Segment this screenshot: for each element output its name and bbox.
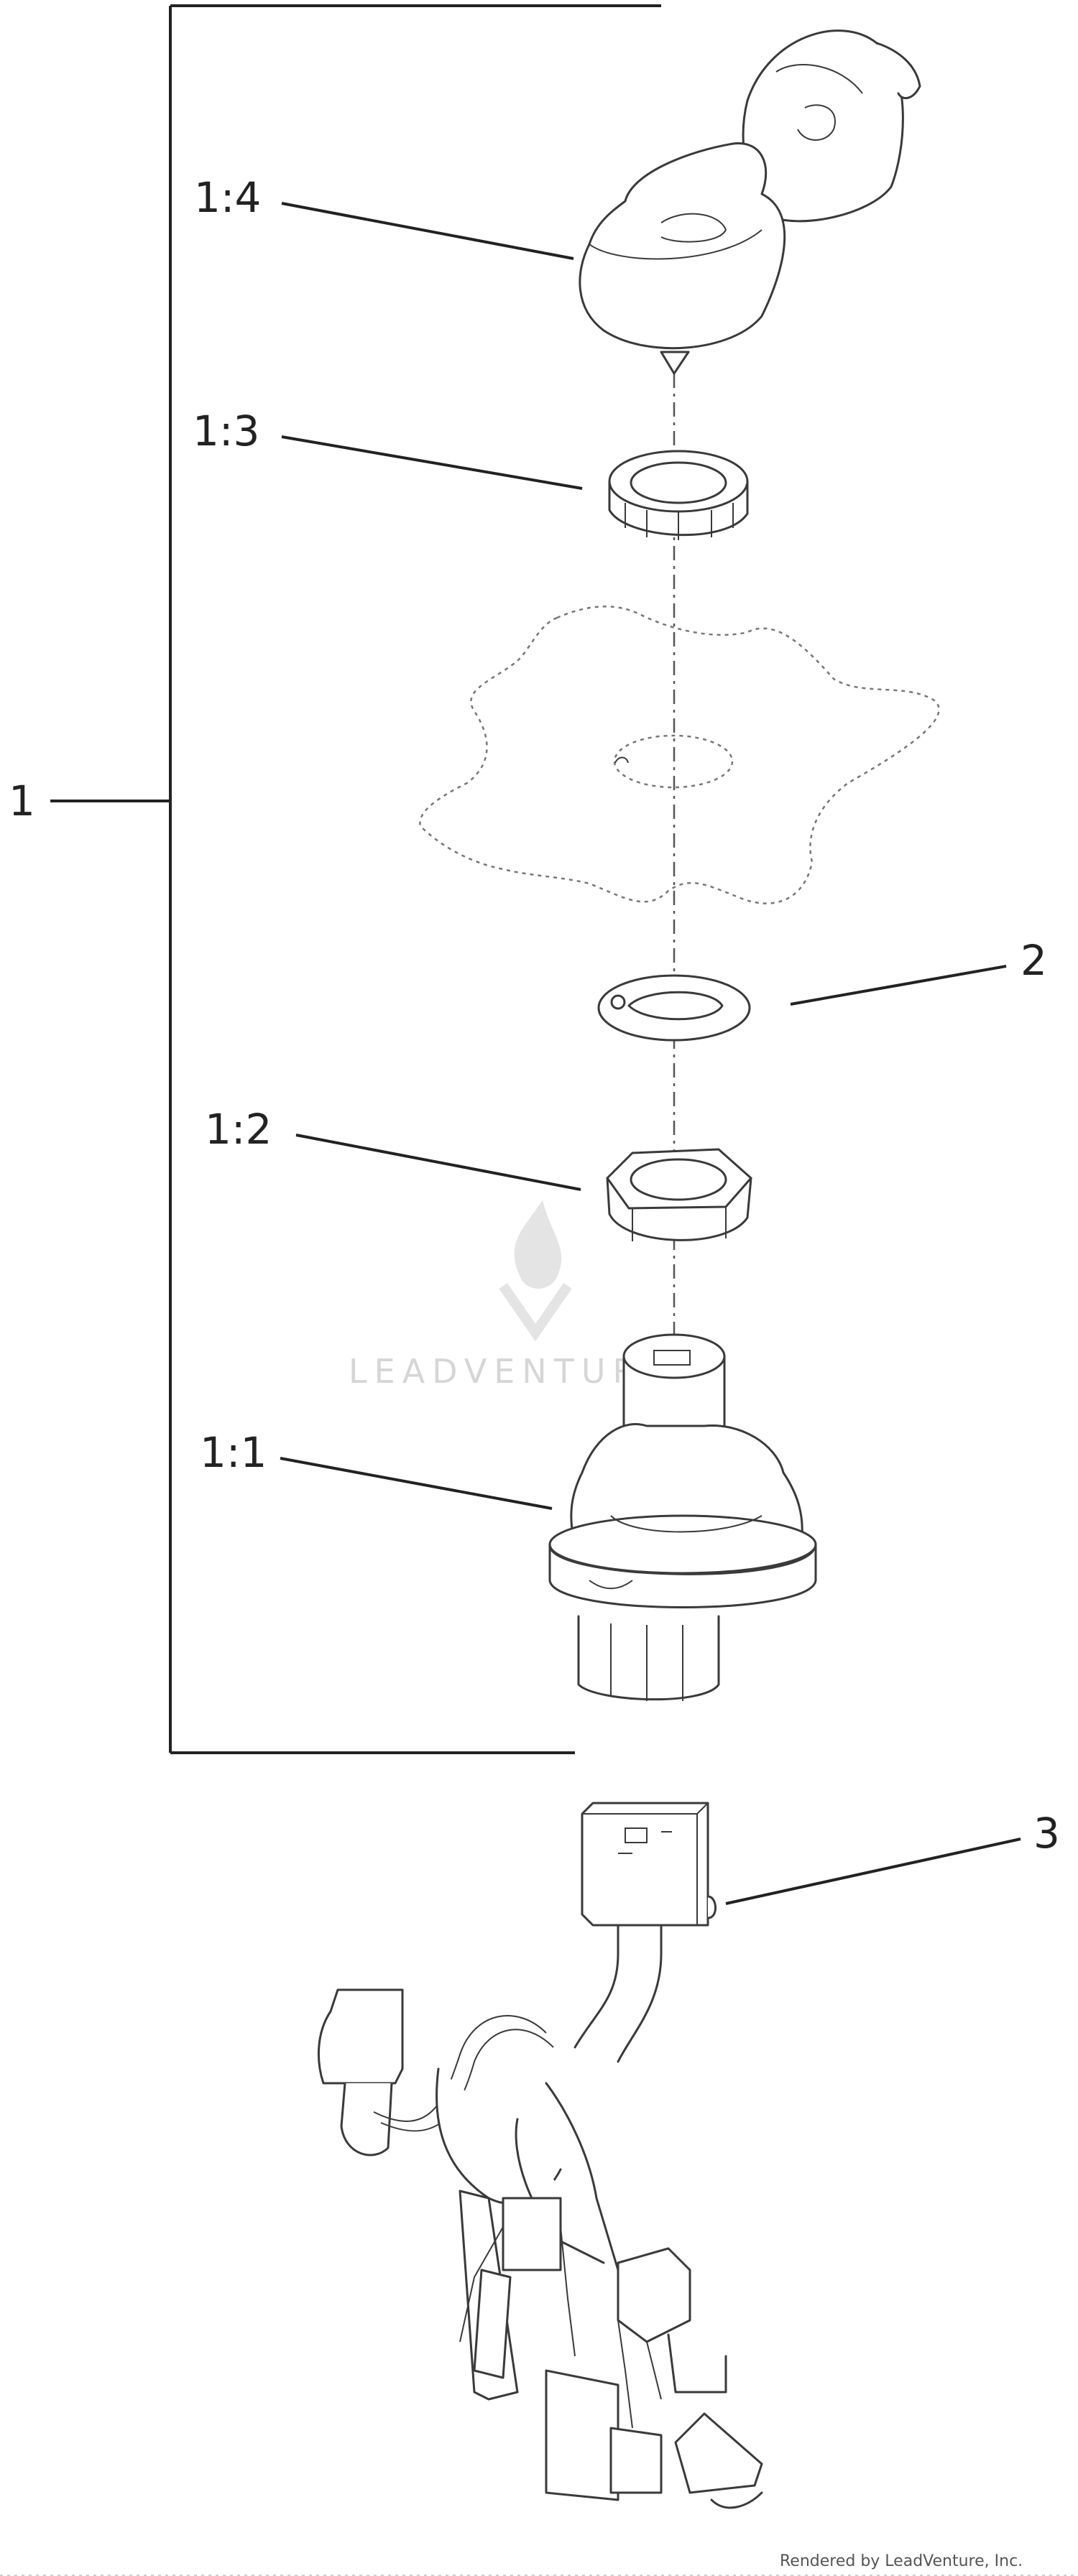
washer: [597, 974, 751, 1042]
watermark: LEADVENTURE: [349, 1200, 671, 1391]
switch-body: [548, 1333, 817, 1701]
leader-lines: [280, 202, 1021, 1905]
callout-2: 2: [1021, 936, 1047, 985]
callout-1-3: 1:3: [193, 407, 259, 455]
footer-credit: Rendered by LeadVenture, Inc.: [780, 2552, 1023, 2570]
callout-1: 1: [9, 777, 35, 825]
callout-labels: 1 1:4 1:3 2 1:2 1:1 3: [9, 173, 1060, 1858]
hex-nut: [606, 1148, 752, 1241]
watermark-text: LEADVENTURE: [349, 1352, 671, 1391]
callout-1-4: 1:4: [194, 173, 261, 222]
callout-3: 3: [1033, 1809, 1060, 1858]
callout-1-2: 1:2: [205, 1105, 272, 1154]
wire-harness: [318, 1802, 763, 2509]
assembly-bracket: [50, 4, 661, 1754]
bezel-nut: [608, 450, 749, 540]
key-part: [579, 29, 921, 375]
callout-1-1: 1:1: [200, 1428, 267, 1477]
panel-outline: [419, 606, 940, 904]
